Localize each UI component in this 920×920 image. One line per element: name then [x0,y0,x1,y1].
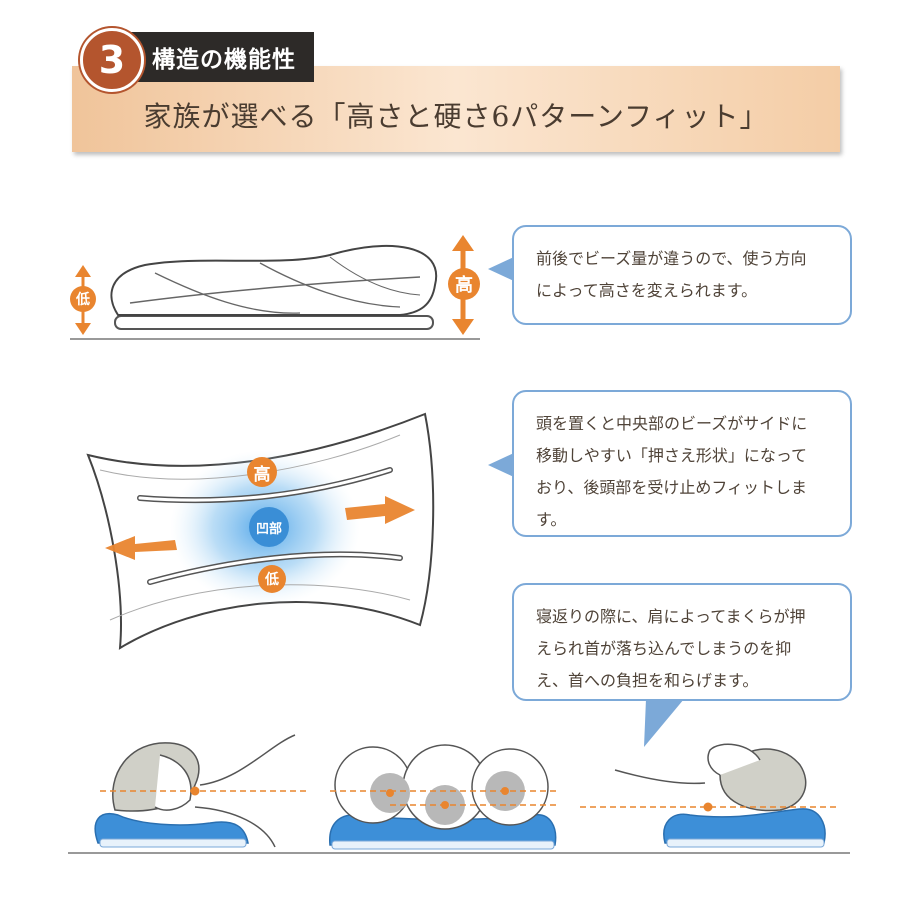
callout-line: によって高さを変えられます。 [536,281,758,300]
callout-line: えられ首が落ち込んでしまうのを抑 [536,639,792,658]
pillow-side-illustration [70,235,480,340]
low-badge: 低 [70,286,96,312]
callout-line: 移動しやすい「押さえ形状」になって [536,446,808,465]
callout-line: 前後でビーズ量が違うので、使う方向 [536,249,807,268]
callout-pointer [644,699,684,747]
callout-line: おり、後頭部を受け止めフィットしま [536,478,808,497]
callout-pointer [488,256,516,282]
section-number-badge: 3 [80,28,144,92]
callout-height: 前後でビーズ量が違うので、使う方向 によって高さを変えられます。 [512,225,852,325]
callout-line: 頭を置くと中央部のビーズがサイドに [536,414,808,433]
section-label: 構造の機能性 [118,32,314,82]
low-badge: 低 [258,565,286,593]
sleeping-posture-illustration [68,734,850,854]
high-badge: 高 [247,457,277,487]
callout-press-shape: 頭を置くと中央部のビーズがサイドに 移動しやすい「押さえ形状」になって おり、後… [512,390,852,537]
callout-line: す。 [536,510,567,529]
callout-pointer [488,452,516,478]
callout-line: 寝返りの際に、肩によってまくらが押 [536,607,806,626]
high-badge: 高 [448,268,480,300]
callout-line: え、首への負担を和らげます。 [536,671,759,690]
callout-rolling: 寝返りの際に、肩によってまくらが押 えられ首が落ち込んでしまうのを抑 え、首への… [512,583,852,701]
center-badge: 凹部 [249,507,289,547]
page-title: 家族が選べる「高さと硬さ6パターンフィット」 [72,66,840,152]
